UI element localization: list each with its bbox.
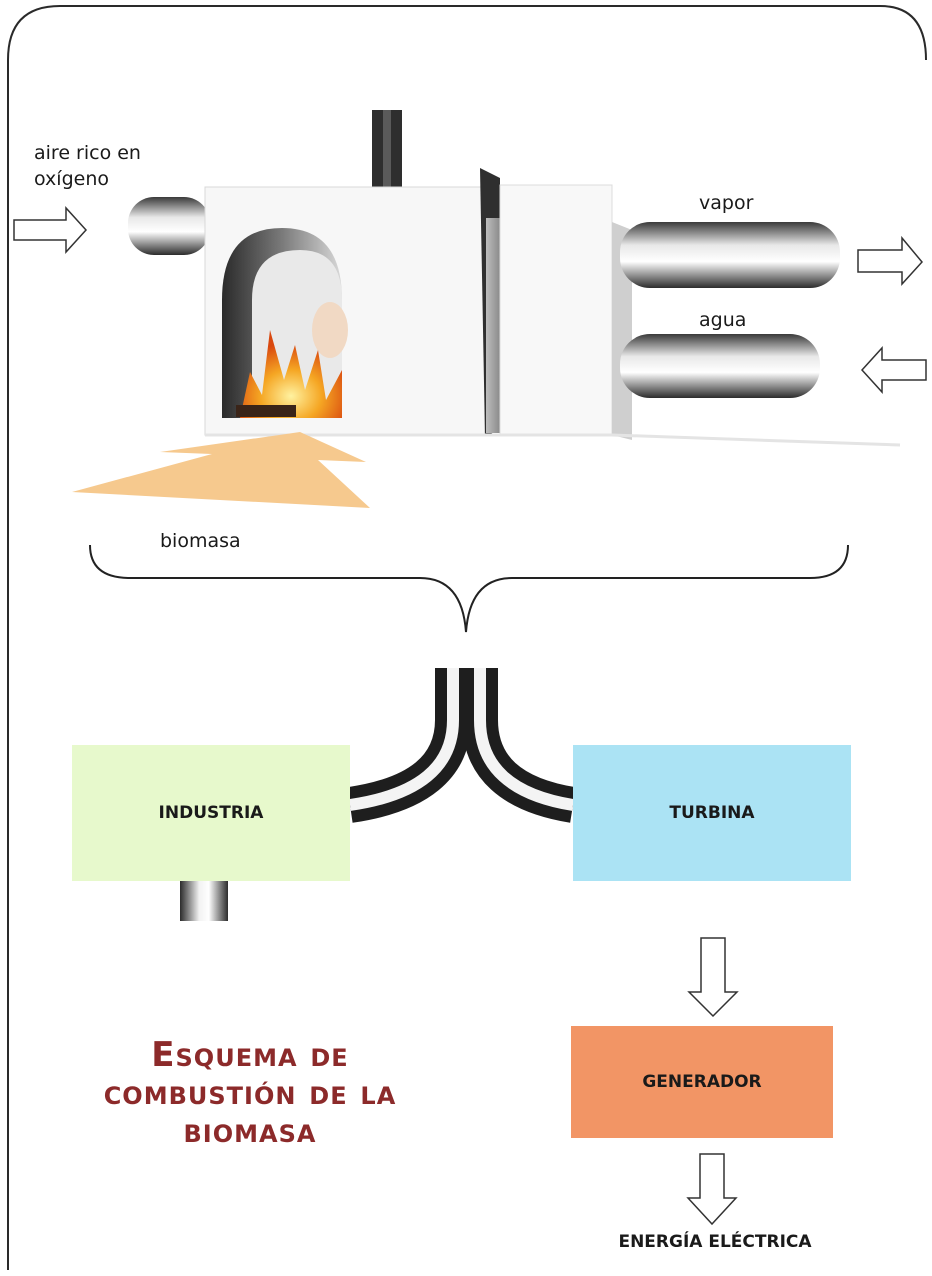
electric-energy-label: ENERGÍA ELÉCTRICA [618, 1232, 812, 1252]
water-label: agua [699, 309, 747, 331]
vapor-output-arrow [857, 235, 923, 286]
steam-pipe [620, 222, 840, 288]
industry-label: INDUSTRIA [158, 803, 264, 823]
biomass-label: biomasa [160, 530, 241, 552]
air-label-line-1: aire rico en [34, 142, 141, 164]
industry-outlet-pipe [180, 881, 228, 921]
fire [240, 330, 342, 418]
title-line-3: biomasa [183, 1111, 317, 1151]
turbine-box: TURBINA [573, 745, 851, 881]
generator-label: GENERADOR [642, 1072, 762, 1092]
boiler [128, 110, 901, 447]
diagram-title: Esquema de combustión de la biomasa [60, 1036, 440, 1150]
generator-box: GENERADOR [571, 1026, 833, 1138]
turbine-to-generator-arrow [687, 937, 739, 1018]
water-pipe [620, 334, 820, 398]
air-input-arrow [13, 206, 88, 254]
grouping-brace [89, 544, 849, 633]
air-inlet-pipe [128, 197, 210, 255]
title-line-2: combustión de la [103, 1073, 397, 1113]
distribution-pipe [347, 668, 577, 823]
biomass-arrow [72, 432, 370, 508]
turbine-label: TURBINA [669, 803, 755, 823]
air-label: aire rico en oxígeno [34, 140, 141, 192]
generator-to-energy-arrow [686, 1153, 738, 1226]
vapor-label: vapor [699, 192, 754, 214]
title-line-1: Esquema de [151, 1035, 349, 1075]
water-input-arrow [860, 346, 927, 394]
card-border [7, 5, 927, 1270]
industry-box: INDUSTRIA [72, 745, 350, 881]
boiler-casing [499, 184, 613, 436]
air-label-line-2: oxígeno [34, 168, 109, 190]
